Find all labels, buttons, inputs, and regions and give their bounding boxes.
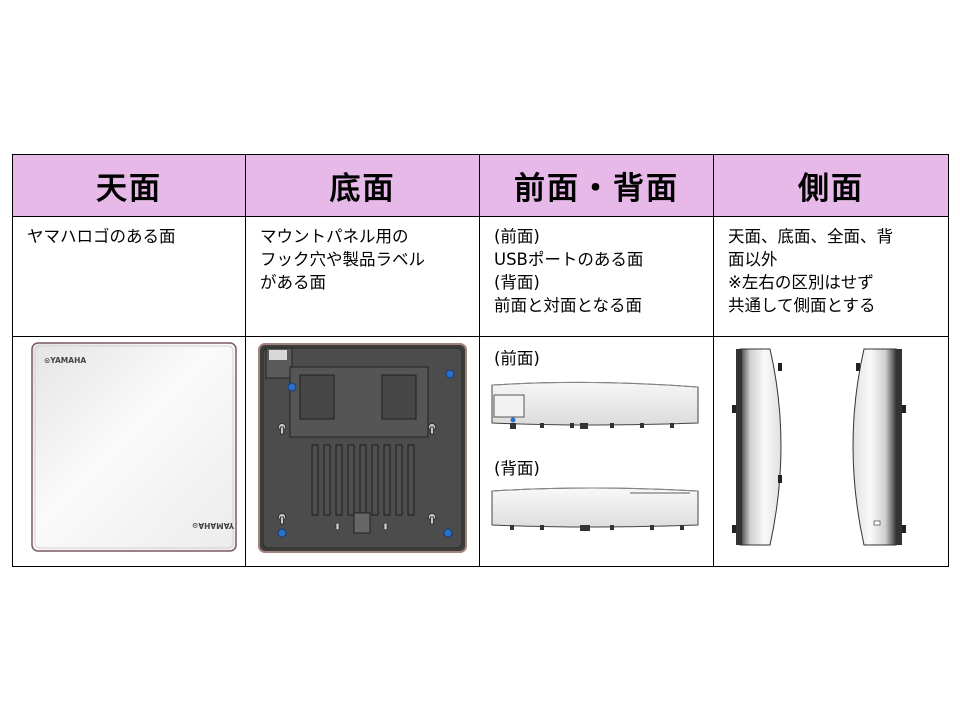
img-cell-side bbox=[713, 336, 949, 567]
back-device-image bbox=[491, 487, 699, 531]
header-top: 天面 bbox=[12, 154, 246, 217]
desc-bottom-line-3: がある面 bbox=[260, 273, 326, 292]
side-left-image bbox=[732, 348, 782, 546]
desc-cell-front-back: (前面) USBポートのある面 (背面) 前面と対面となる面 bbox=[479, 216, 714, 337]
img-cell-bottom bbox=[245, 336, 480, 567]
desc-side-line-2: 面以外 bbox=[728, 250, 778, 269]
img-cell-top: ⊙YAMAHA YAMAHA⊙ bbox=[12, 336, 246, 567]
yamaha-logo-top-left: ⊙YAMAHA bbox=[44, 356, 86, 365]
top-surface-image: ⊙YAMAHA YAMAHA⊙ bbox=[31, 342, 237, 552]
front-device-image bbox=[491, 381, 699, 429]
bottom-surface-image bbox=[258, 343, 467, 553]
desc-fb-line-3: (背面) bbox=[494, 273, 540, 292]
desc-cell-top: ヤマハロゴのある面 bbox=[12, 216, 246, 337]
img-cell-front-back: (前面) bbox=[479, 336, 714, 567]
image-row: ⊙YAMAHA YAMAHA⊙ bbox=[12, 336, 949, 567]
header-side: 側面 bbox=[713, 154, 949, 217]
header-row: 天面 底面 前面・背面 側面 bbox=[12, 154, 949, 217]
back-view-label: (背面) bbox=[494, 459, 540, 478]
desc-cell-side: 天面、底面、全面、背 面以外 ※左右の区別はせず 共通して側面とする bbox=[713, 216, 949, 337]
desc-bottom-line-2: フック穴や製品ラベル bbox=[260, 250, 425, 269]
header-front-back: 前面・背面 bbox=[479, 154, 714, 217]
description-row: ヤマハロゴのある面 マウントパネル用の フック穴や製品ラベル がある面 (前面)… bbox=[12, 216, 949, 337]
desc-bottom-line-1: マウントパネル用の bbox=[260, 227, 409, 246]
desc-fb-line-4: 前面と対面となる面 bbox=[494, 296, 643, 315]
desc-side-line-1: 天面、底面、全面、背 bbox=[728, 227, 893, 246]
desc-side-line-4: 共通して側面とする bbox=[728, 296, 876, 315]
desc-cell-bottom: マウントパネル用の フック穴や製品ラベル がある面 bbox=[245, 216, 480, 337]
desc-top-line-1: ヤマハロゴのある面 bbox=[27, 227, 176, 246]
side-right-image bbox=[852, 348, 906, 546]
surface-definition-table: 天面 底面 前面・背面 側面 ヤマハロゴのある面 マウントパネル用の フック穴や… bbox=[12, 154, 949, 567]
desc-side-line-3: ※左右の区別はせず bbox=[728, 273, 874, 292]
yamaha-logo-bottom-right: YAMAHA⊙ bbox=[192, 521, 235, 530]
front-view-label: (前面) bbox=[494, 349, 540, 368]
header-bottom: 底面 bbox=[245, 154, 480, 217]
desc-fb-line-2: USBポートのある面 bbox=[494, 250, 644, 269]
desc-fb-line-1: (前面) bbox=[494, 227, 540, 246]
